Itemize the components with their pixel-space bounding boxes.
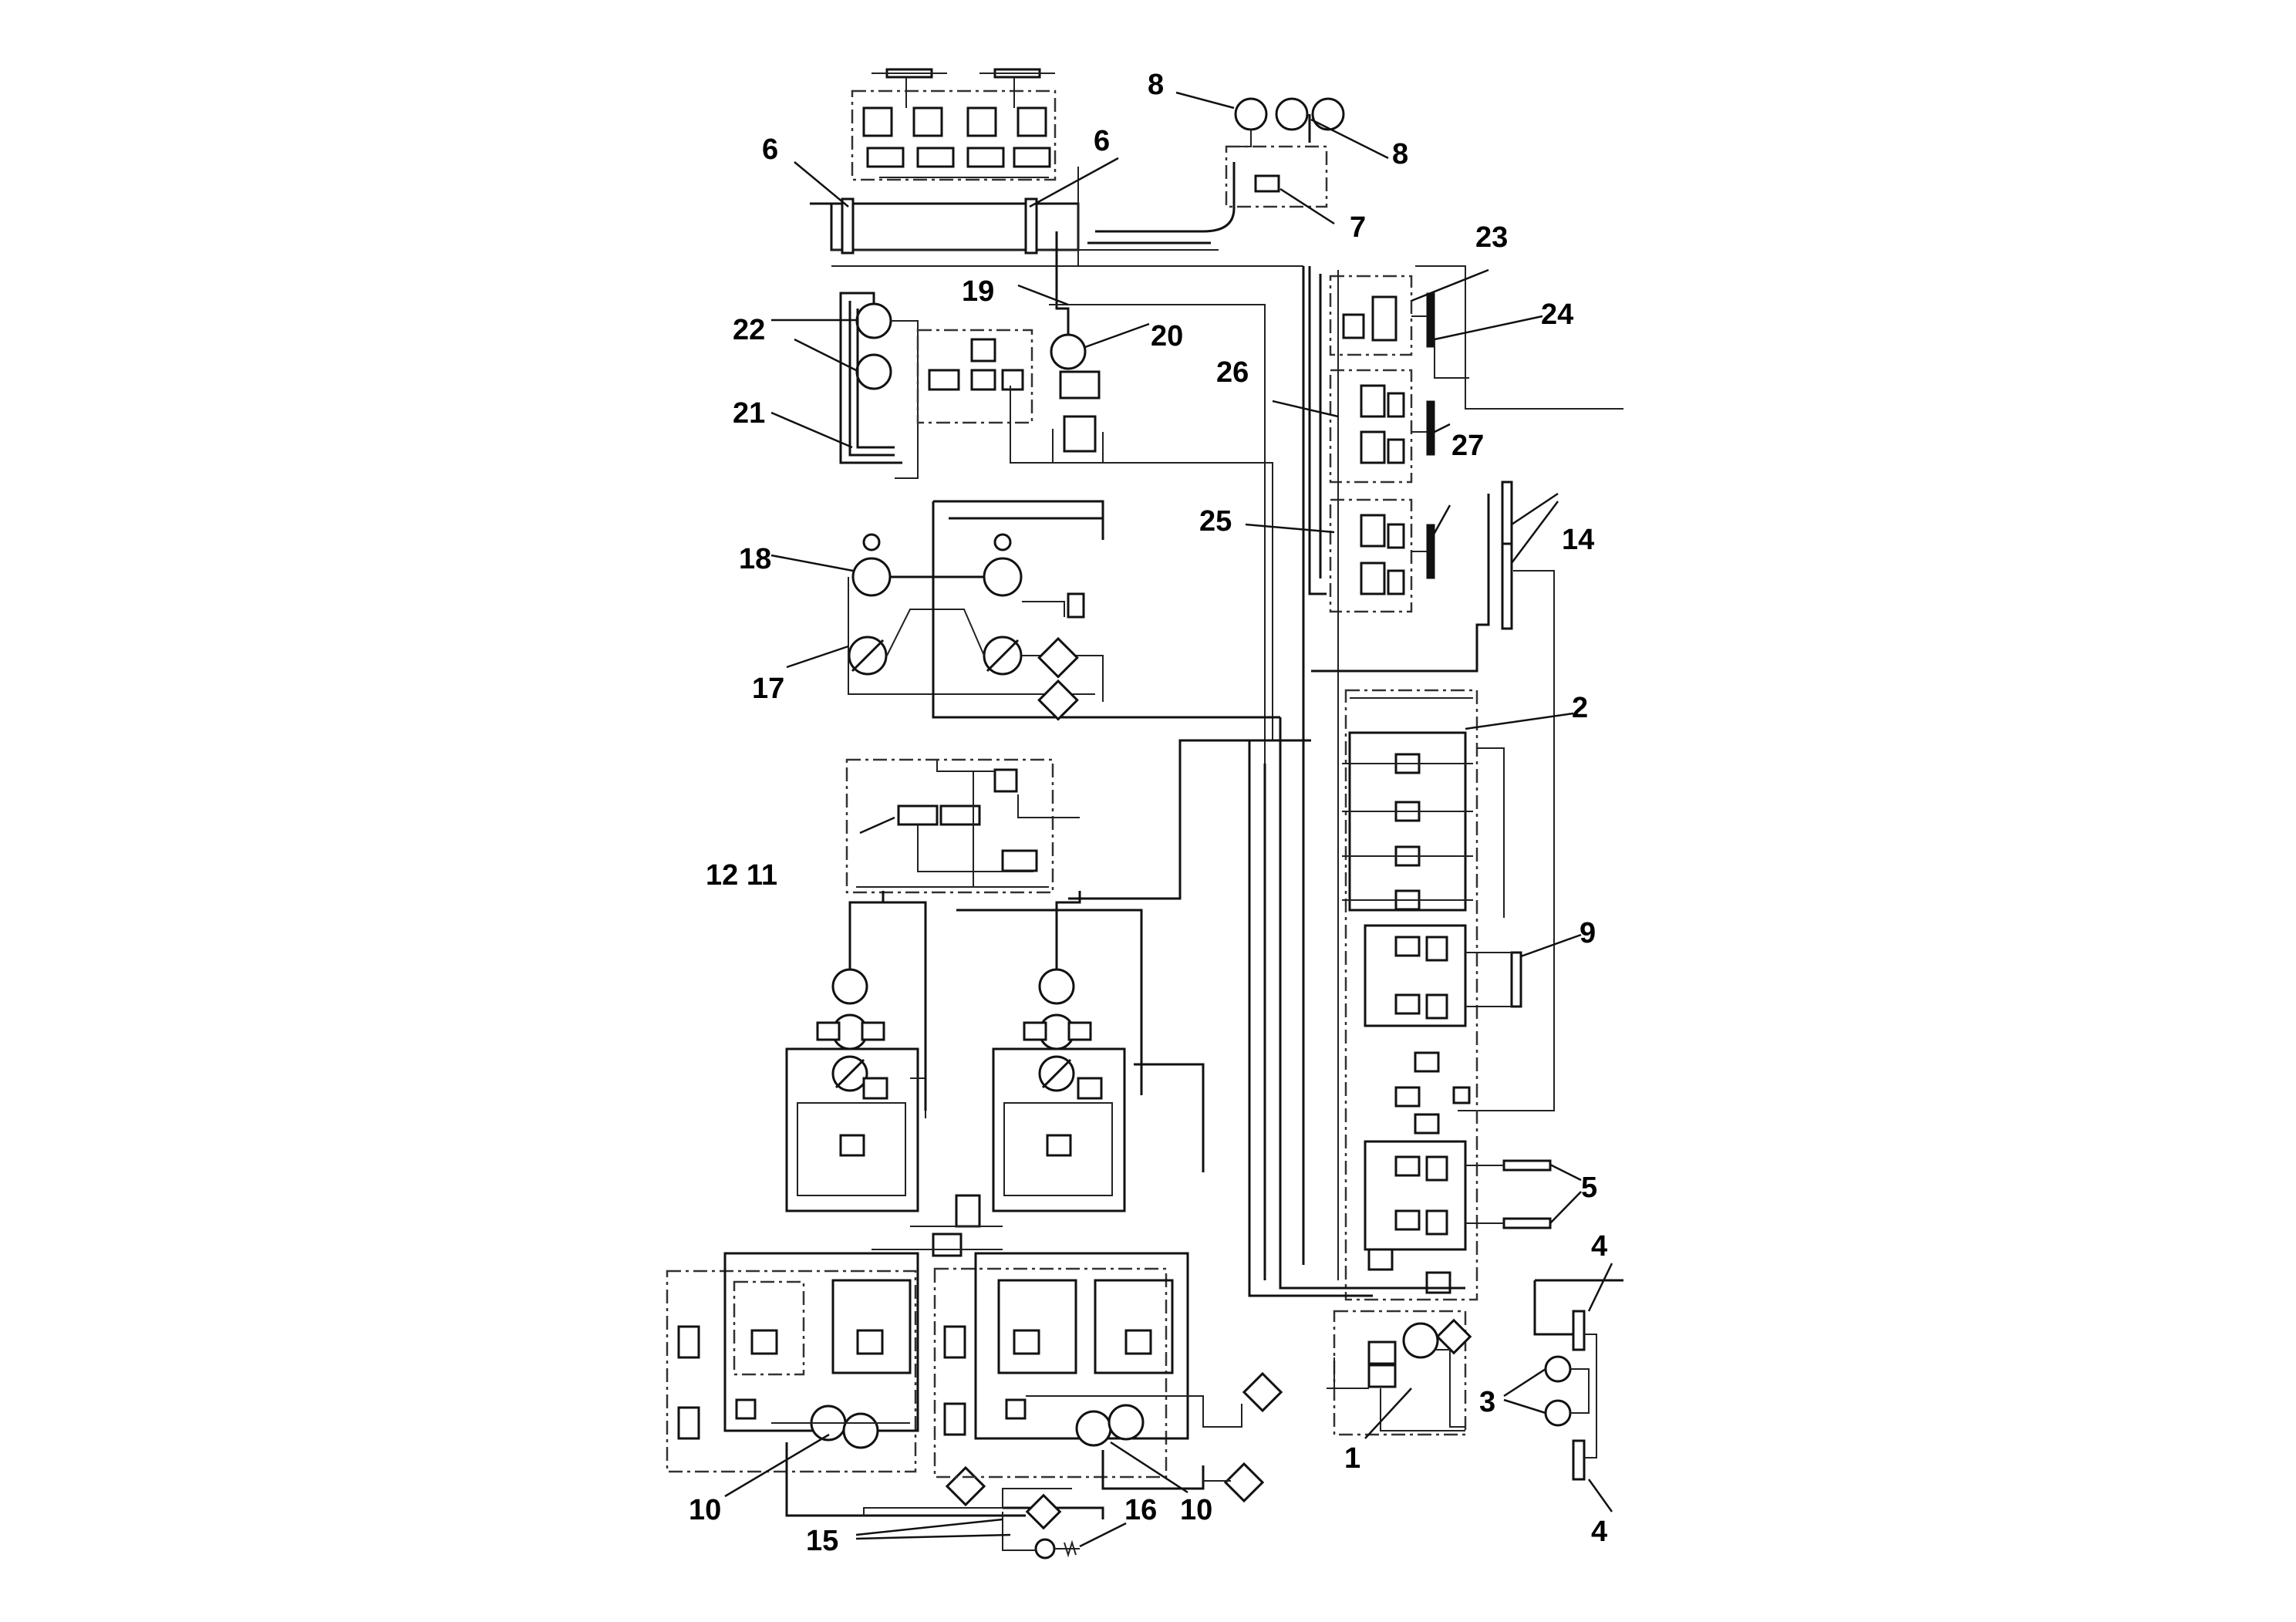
valve-group-23-27 <box>1302 265 1623 1280</box>
label-5: 5 <box>1581 1172 1597 1204</box>
cylinders-5 <box>1465 1159 1552 1229</box>
label-6-right: 6 <box>1094 125 1110 157</box>
motors-22-group <box>839 292 1273 740</box>
label-8-right: 8 <box>1392 138 1408 170</box>
label-10-left: 10 <box>689 1494 721 1526</box>
motors-3-cylinders-4 <box>1533 1279 1623 1481</box>
pump-1-group <box>1327 1310 1472 1436</box>
label-17: 17 <box>752 673 784 705</box>
pump-housing-left <box>785 891 927 1212</box>
label-10-right: 10 <box>1180 1494 1212 1526</box>
label-18: 18 <box>739 543 771 575</box>
center-valve-stack <box>872 1194 1003 1257</box>
label-21: 21 <box>733 397 765 430</box>
cylinders-14 <box>1311 481 1555 1111</box>
label-15: 15 <box>806 1525 838 1557</box>
label-12-11: 12 11 <box>706 859 777 892</box>
top-cylinder-assembly <box>851 68 1057 181</box>
control-valve-block-2 <box>1248 689 1505 1301</box>
label-14: 14 <box>1562 524 1594 556</box>
label-4-top: 4 <box>1591 1230 1607 1263</box>
label-25: 25 <box>1199 505 1232 538</box>
label-4-bottom: 4 <box>1591 1516 1607 1548</box>
cylinder-9 <box>1465 951 1522 1008</box>
label-1: 1 <box>1344 1442 1360 1475</box>
valve-block-11-12 <box>845 758 1080 894</box>
label-16: 16 <box>1124 1494 1157 1526</box>
label-26: 26 <box>1216 356 1249 389</box>
label-8-top: 8 <box>1148 69 1164 101</box>
callout-labels: 8 8 6 6 7 23 24 19 20 22 21 26 27 25 14 … <box>689 69 1607 1557</box>
leader-lines <box>724 91 1613 1548</box>
pump-housing-right <box>956 739 1311 1212</box>
label-24: 24 <box>1541 298 1573 331</box>
label-20: 20 <box>1151 320 1183 352</box>
label-2: 2 <box>1572 692 1588 724</box>
pump-block-left-10 <box>666 1252 1026 1517</box>
label-9: 9 <box>1580 917 1596 949</box>
tank-filter-15-16 <box>863 1488 1104 1560</box>
label-6-left: 6 <box>762 133 778 166</box>
label-27: 27 <box>1451 430 1484 462</box>
pump-motor-group-17-18 <box>848 500 1280 721</box>
label-7: 7 <box>1350 211 1366 244</box>
main-frame-beam <box>810 167 1303 267</box>
label-23: 23 <box>1475 221 1508 254</box>
label-3: 3 <box>1479 1386 1495 1418</box>
swing-motors-8 <box>1087 97 1345 244</box>
pump-block-right-10 <box>933 1252 1283 1503</box>
label-19: 19 <box>962 275 994 308</box>
label-22: 22 <box>733 314 765 346</box>
motor-20-group <box>1049 231 1266 764</box>
